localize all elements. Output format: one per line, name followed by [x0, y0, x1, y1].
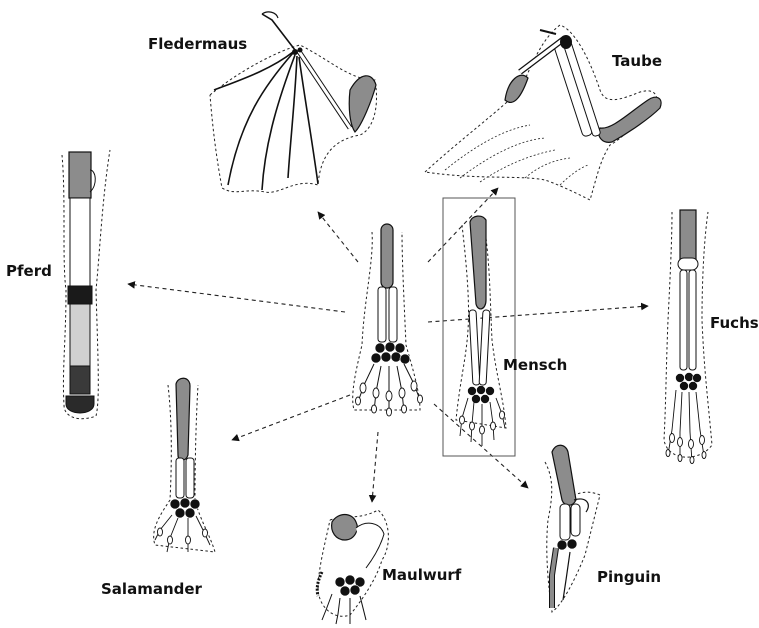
arrow-to-pferd	[128, 284, 345, 312]
salamander-illustration	[154, 378, 215, 552]
central-limb-illustration	[353, 224, 423, 416]
arrow-to-fuchs	[428, 306, 648, 322]
label-taube: Taube	[612, 52, 662, 70]
arrow-to-pinguin	[434, 404, 528, 488]
label-fledermaus: Fledermaus	[148, 35, 247, 53]
label-pinguin: Pinguin	[597, 568, 661, 586]
label-fuchs: Fuchs	[710, 314, 759, 332]
label-salamander: Salamander	[101, 580, 203, 598]
label-pferd: Pferd	[6, 262, 52, 280]
label-mensch: Mensch	[503, 356, 567, 374]
arrow-to-salamander	[232, 395, 350, 440]
pferd-illustration	[62, 150, 110, 419]
maulwurf-illustration	[317, 510, 388, 624]
pinguin-illustration	[545, 445, 600, 612]
arrow-to-maulwurf	[372, 432, 378, 502]
arrow-to-fledermaus	[318, 212, 358, 262]
fuchs-illustration	[664, 210, 712, 464]
label-maulwurf: Maulwurf	[382, 566, 462, 584]
mensch-illustration	[443, 198, 515, 456]
